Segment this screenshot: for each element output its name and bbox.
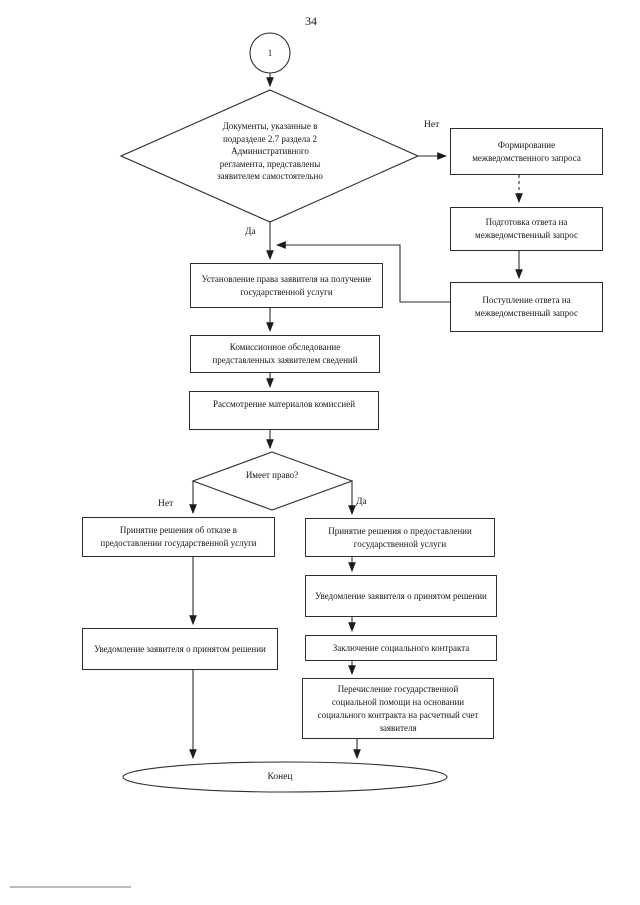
decision2-no-label: Нет xyxy=(158,499,174,509)
box-transfer: Перечисление государственной социальной … xyxy=(302,678,494,739)
box-grant-decision: Принятие решения о предоставлении госуда… xyxy=(305,518,495,557)
box-form-request: Формирование межведомственного запроса xyxy=(450,128,603,175)
box-commission-survey: Комиссионное обследование представленных… xyxy=(190,335,380,373)
box-prepare-response: Подготовка ответа на межведомственный за… xyxy=(450,207,603,251)
box-receive-response: Поступление ответа на межведомственный з… xyxy=(450,282,603,332)
box-refuse-decision: Принятие решения об отказе в предоставле… xyxy=(82,517,275,557)
end-terminator-label: Конец xyxy=(267,772,293,782)
box-grant-notify: Уведомление заявителя о принятом решении xyxy=(305,575,497,617)
box-review-materials: Рассмотрение материалов комиссией xyxy=(189,391,379,430)
decision2-text: Имеет право? xyxy=(245,470,299,480)
decision1-text: Документы, указанные в подразделе 2.7 ра… xyxy=(217,121,323,181)
page-number: 34 xyxy=(305,14,317,28)
box-establish-right: Установление права заявителя на получени… xyxy=(190,263,383,308)
offpage-connector-label: 1 xyxy=(267,48,273,58)
decision1-yes-label: Да xyxy=(245,227,256,237)
decision2-yes-label: Да xyxy=(356,497,367,507)
box-refuse-notify: Уведомление заявителя о принятом решении xyxy=(82,628,278,670)
decision1-no-label: Нет xyxy=(424,120,440,130)
box-contract: Заключение социального контракта xyxy=(305,635,497,661)
